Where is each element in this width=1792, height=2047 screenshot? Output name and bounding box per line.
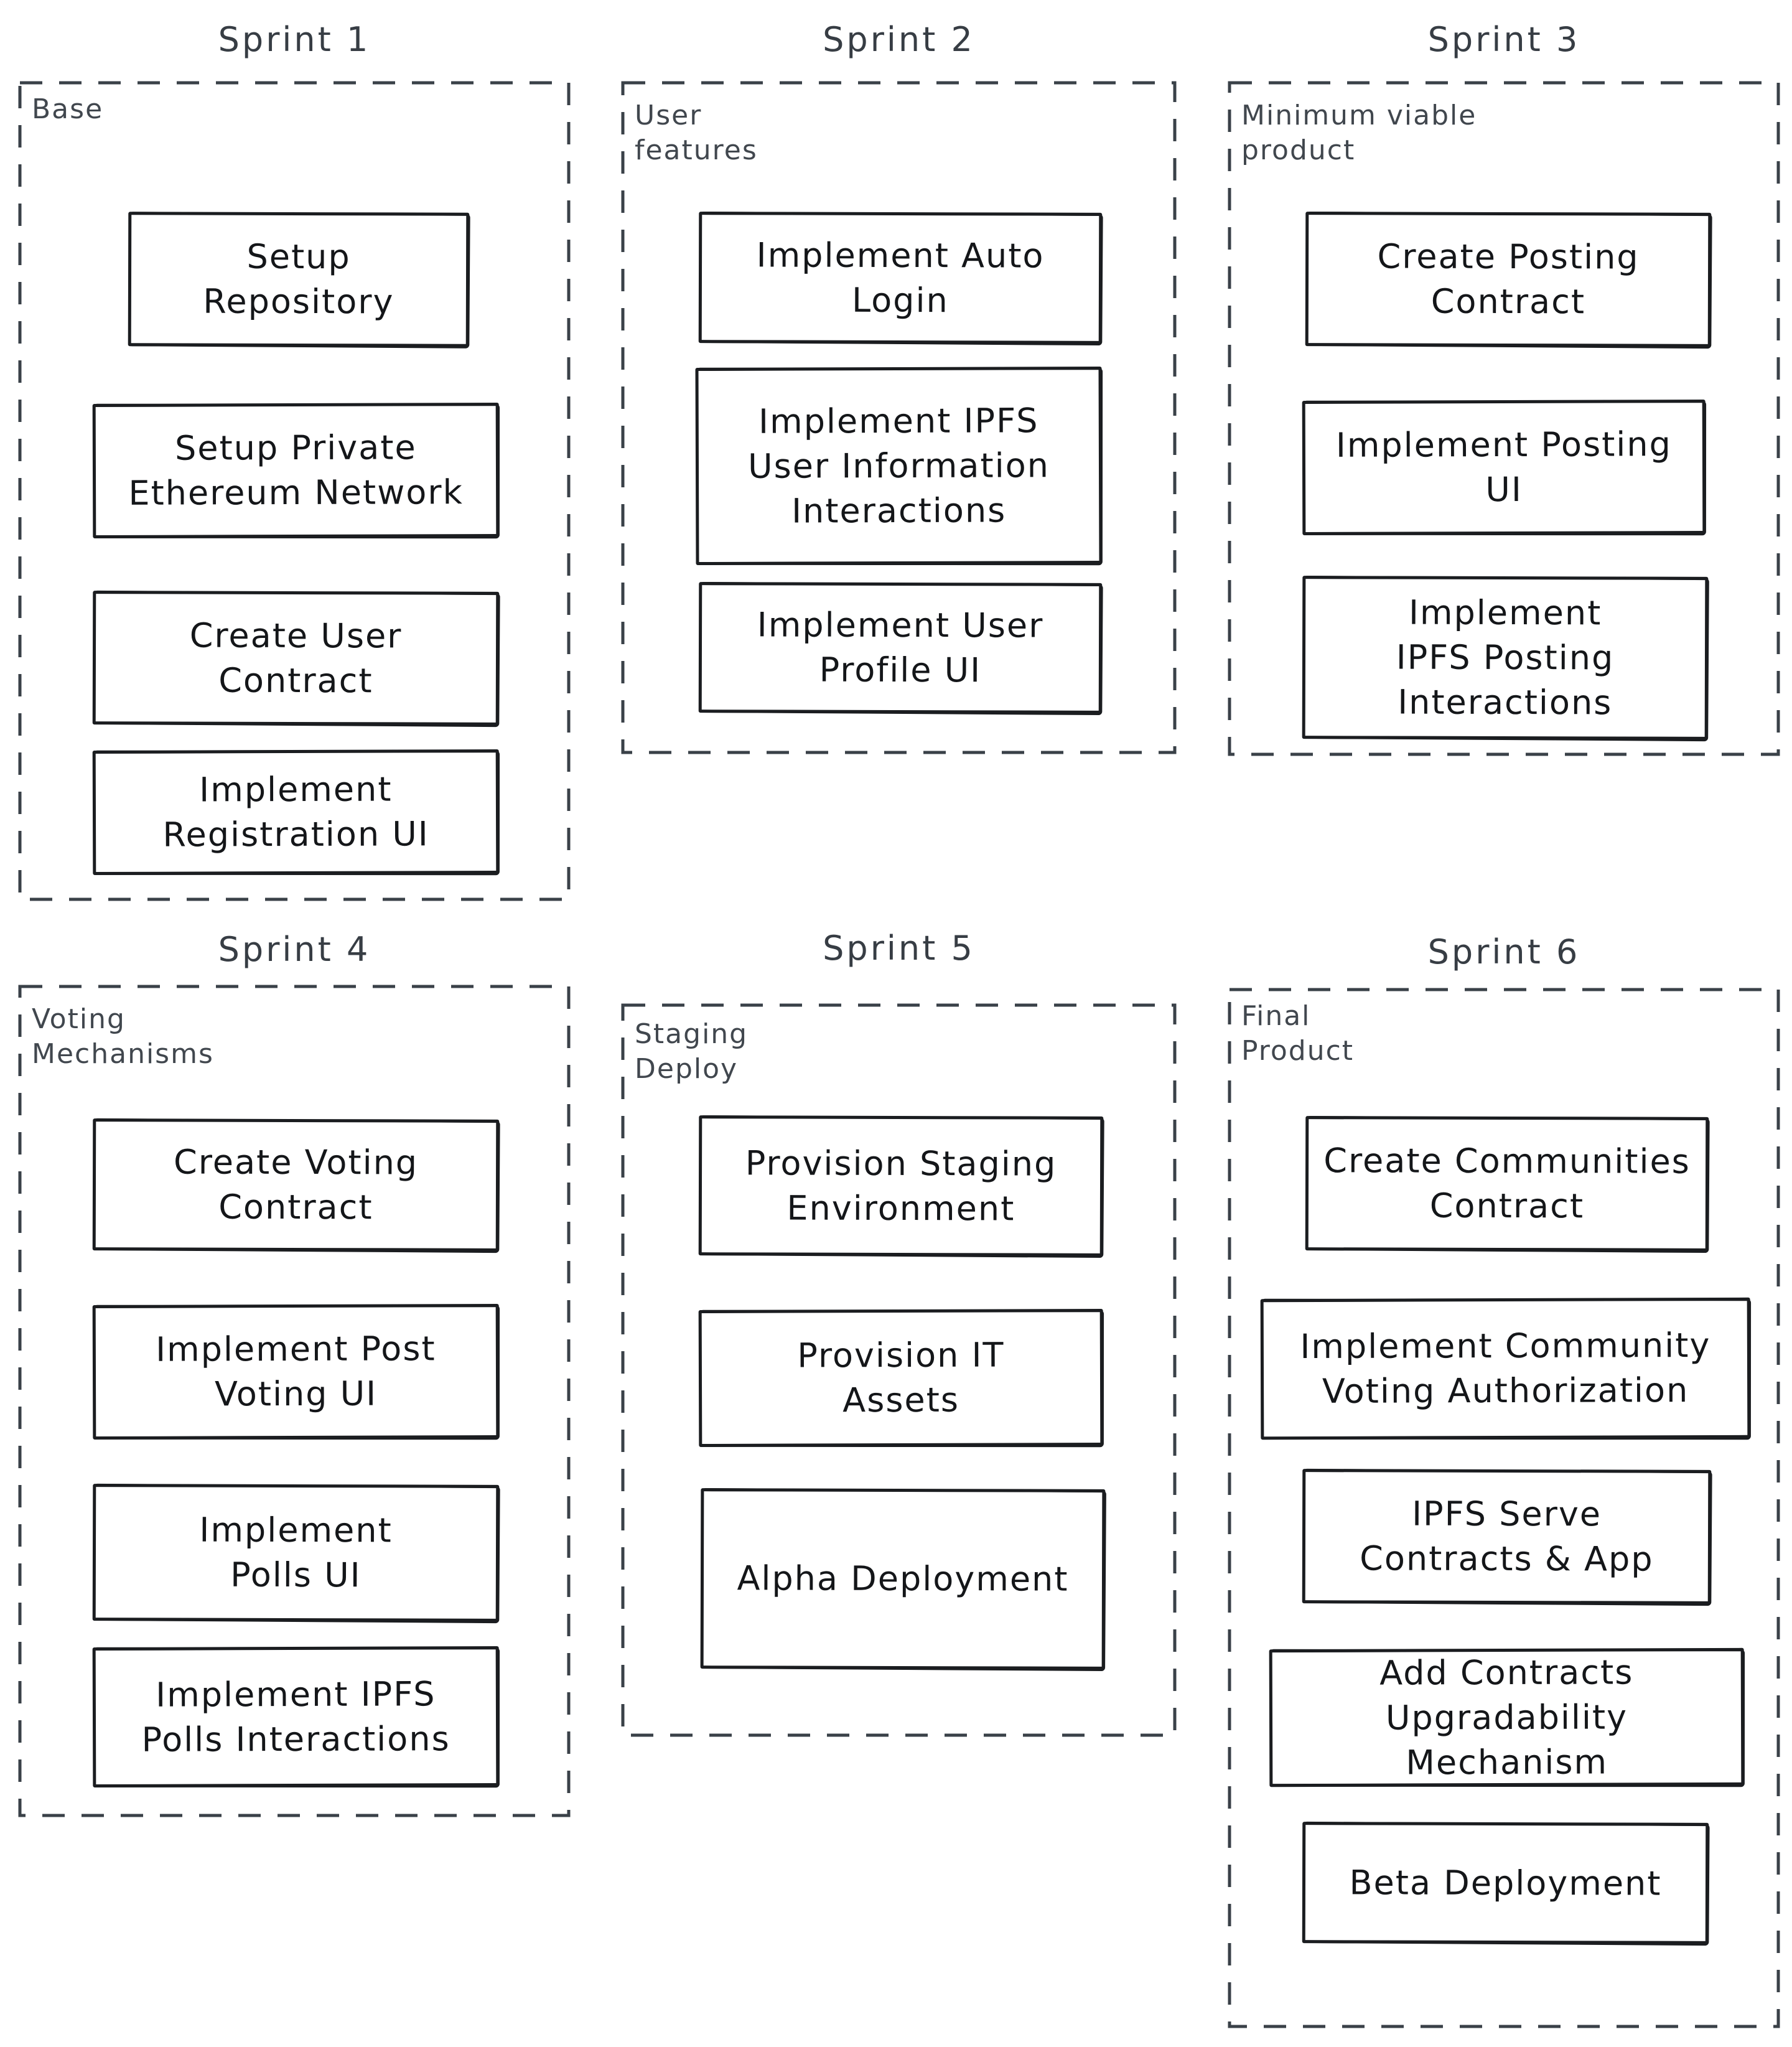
sprint-2-title: Sprint 2: [823, 20, 975, 59]
task-box: Setup Repository: [128, 212, 470, 347]
task-label: Implement Community Voting Authorization: [1300, 1325, 1711, 1411]
sprint-4-container: Voting Mechanisms Create Voting Contract…: [18, 985, 571, 1817]
task-box: Implement IPFS User Information Interact…: [695, 366, 1103, 566]
task-label: Create Posting Contract: [1377, 237, 1640, 322]
task-label: Implement Post Voting UI: [156, 1329, 436, 1414]
task-box: Implement IPFS Posting Interactions: [1302, 576, 1709, 740]
task-box: Implement Registration UI: [92, 749, 500, 876]
task-box: Create Communities Contract: [1305, 1116, 1709, 1252]
task-box: Implement Community Voting Authorization: [1260, 1297, 1751, 1440]
task-box: Implement IPFS Polls Interactions: [92, 1646, 500, 1788]
sprint-3-container: Minimum viable product Create Posting Co…: [1228, 81, 1780, 756]
task-label: Setup Repository: [203, 237, 394, 322]
task-box: Create User Contract: [92, 591, 500, 726]
task-label: Implement Auto Login: [756, 235, 1045, 320]
task-label: Setup Private Ethereum Network: [128, 428, 464, 513]
sprint-5-container: Staging Deploy Provision Staging Environ…: [621, 1003, 1177, 1737]
task-label: Implement User Profile UI: [757, 605, 1044, 690]
task-box: Implement Posting UI: [1302, 399, 1706, 536]
dashed-border: [1228, 988, 1780, 2028]
sprint-4-title: Sprint 4: [218, 930, 371, 969]
task-box: Add Contracts Upgradability Mechanism: [1269, 1647, 1745, 1787]
sprint-1-title: Sprint 1: [218, 20, 371, 59]
task-box: Provision IT Assets: [698, 1308, 1104, 1448]
task-label: Provision IT Assets: [797, 1335, 1005, 1420]
task-label: Beta Deployment: [1349, 1862, 1662, 1903]
task-box: Setup Private Ethereum Network: [92, 402, 500, 539]
dashed-border: [621, 81, 1177, 754]
dashed-border: [18, 81, 571, 901]
task-label: Create Communities Contract: [1323, 1141, 1691, 1226]
sprint-1-container: Base Setup Repository Setup Private Ethe…: [18, 81, 571, 901]
task-box: Implement User Profile UI: [698, 582, 1103, 714]
task-label: Create Voting Contract: [173, 1142, 419, 1227]
task-label: Implement Posting UI: [1335, 424, 1672, 510]
dashed-border: [1228, 81, 1780, 756]
task-box: Create Voting Contract: [92, 1118, 500, 1252]
task-label: Implement Registration UI: [162, 769, 429, 855]
task-label: Implement IPFS Polls Interactions: [141, 1674, 450, 1759]
task-box: Beta Deployment: [1302, 1822, 1709, 1944]
task-box: Create Posting Contract: [1305, 212, 1712, 347]
task-label: Add Contracts Upgradability Mechanism: [1379, 1652, 1634, 1782]
task-label: Provision Staging Environment: [745, 1143, 1057, 1228]
task-label: IPFS Serve Contracts & App: [1360, 1494, 1654, 1579]
sprint-6-title: Sprint 6: [1427, 932, 1580, 972]
sprint-5-title: Sprint 5: [823, 929, 975, 968]
task-box: Implement Polls UI: [92, 1484, 500, 1622]
sprint-3-group-label: Minimum viable product: [1241, 100, 1477, 166]
task-label: Create User Contract: [189, 616, 403, 700]
task-box: Implement Post Voting UI: [92, 1303, 500, 1440]
sprint-2-container: User features Implement Auto Login Imple…: [621, 81, 1177, 754]
task-label: Implement Polls UI: [199, 1510, 393, 1595]
sprint-6-container: Final Product Create Communities Contrac…: [1228, 988, 1780, 2028]
sprint-4-group-label: Voting Mechanisms: [32, 1003, 214, 1070]
sprint-6-group-label: Final Product: [1241, 1000, 1355, 1067]
task-label: Implement IPFS User Information Interact…: [747, 400, 1050, 531]
dashed-border: [18, 985, 571, 1817]
task-label: Alpha Deployment: [737, 1558, 1069, 1599]
sprint-2-group-label: User features: [635, 100, 758, 166]
task-box: Alpha Deployment: [700, 1488, 1106, 1670]
task-box: Provision Staging Environment: [698, 1115, 1104, 1257]
dashed-border: [621, 1003, 1177, 1737]
sprint-1-group-label: Base: [32, 93, 104, 125]
sprint-5-group-label: Staging Deploy: [635, 1018, 749, 1085]
task-box: IPFS Serve Contracts & App: [1302, 1469, 1712, 1604]
task-box: Implement Auto Login: [698, 212, 1103, 344]
task-label: Implement IPFS Posting Interactions: [1396, 593, 1615, 723]
sprint-3-title: Sprint 3: [1427, 20, 1580, 59]
